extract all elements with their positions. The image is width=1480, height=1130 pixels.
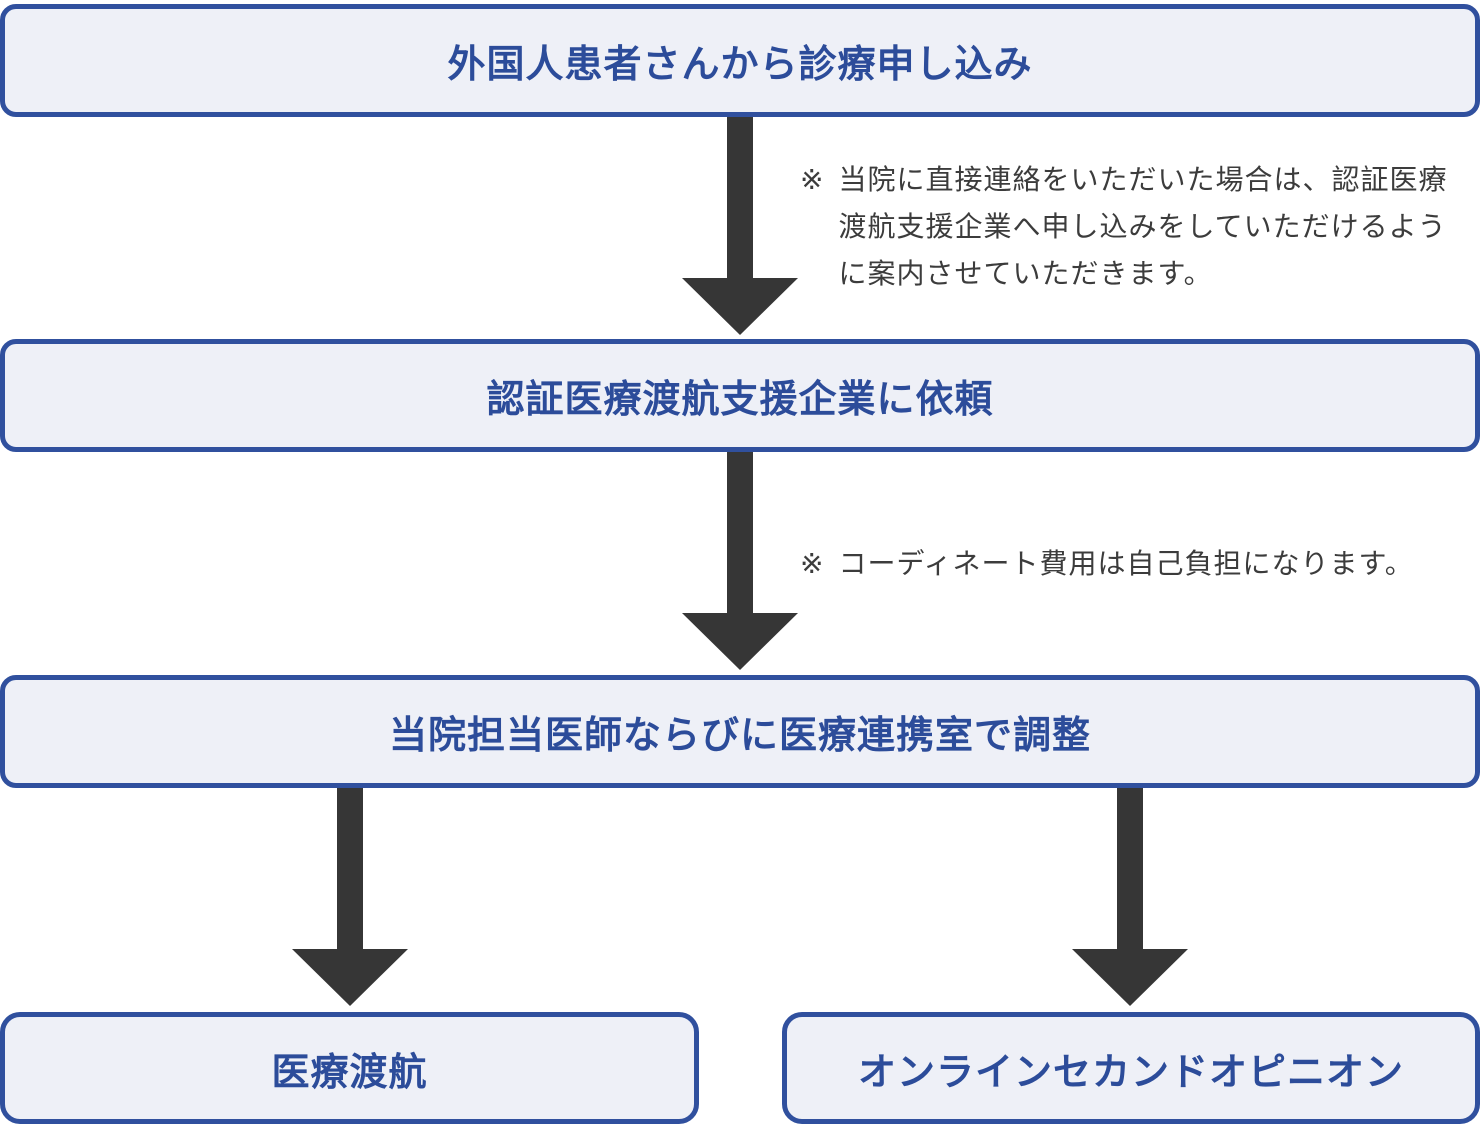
note-coordination-fee-text: コーディネート費用は自己負担になります。 <box>838 540 1413 587</box>
step-box-hospital-coordination: 当院担当医師ならびに医療連携室で調整 <box>0 675 1480 788</box>
note-line: コーディネート費用は自己負担になります。 <box>838 547 1414 580</box>
arrow-head <box>292 949 408 1006</box>
step-label-certified-agency-request: 認証医療渡航支援企業に依頼 <box>486 377 994 421</box>
arrow-shaft <box>727 452 753 613</box>
arrow-head <box>682 278 798 335</box>
outcome-label-medical-travel: 医療渡航 <box>271 1049 428 1094</box>
step-box-certified-agency-request: 認証医療渡航支援企業に依頼 <box>0 339 1480 452</box>
note-line: 渡航支援企業へ申し込みをしていただけるよう <box>838 210 1447 243</box>
note-coordination-fee: ※ コーディネート費用は自己負担になります。 <box>800 540 1414 587</box>
outcome-box-online-second-opinion: オンラインセカンドオピニオン <box>782 1012 1480 1124</box>
outcome-box-medical-travel: 医療渡航 <box>0 1012 699 1124</box>
note-line: 当院に直接連絡をいただいた場合は、認証医療 <box>838 163 1448 196</box>
arrow-shaft <box>337 788 363 949</box>
arrow-down-icon <box>1072 788 1188 1006</box>
arrow-down-icon <box>682 117 798 335</box>
arrow-shaft <box>1117 788 1143 949</box>
note-direct-contact-text: 当院に直接連絡をいただいた場合は、認証医療 渡航支援企業へ申し込みをしていただけ… <box>838 156 1447 297</box>
step-box-patient-application: 外国人患者さんから診療申し込み <box>0 4 1480 117</box>
note-direct-contact: ※ 当院に直接連絡をいただいた場合は、認証医療 渡航支援企業へ申し込みをしていた… <box>800 156 1460 297</box>
arrow-shaft <box>727 117 753 278</box>
arrow-down-icon <box>292 788 408 1006</box>
step-label-patient-application: 外国人患者さんから診療申し込み <box>447 42 1033 86</box>
arrow-head <box>1072 949 1188 1006</box>
reference-mark-icon: ※ <box>800 547 825 580</box>
arrow-head <box>682 613 798 670</box>
outcome-label-online-second-opinion: オンラインセカンドオピニオン <box>857 1049 1404 1094</box>
note-line: に案内させていただきます。 <box>838 257 1213 290</box>
arrow-down-icon <box>682 452 798 670</box>
step-label-hospital-coordination: 当院担当医師ならびに医療連携室で調整 <box>388 713 1091 757</box>
reference-mark-icon: ※ <box>800 163 825 196</box>
